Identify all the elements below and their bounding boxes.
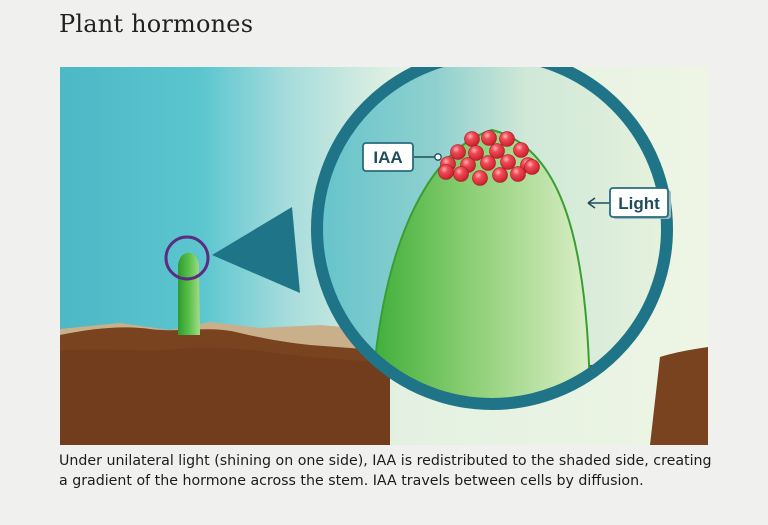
magnifier-pointer bbox=[212, 207, 300, 293]
soil-ground-right bbox=[650, 347, 708, 445]
iaa-molecule bbox=[489, 143, 505, 159]
soil-dark-layer bbox=[60, 347, 390, 445]
iaa-molecule bbox=[481, 130, 497, 146]
iaa-molecule bbox=[438, 164, 454, 180]
iaa-molecule bbox=[513, 142, 529, 158]
iaa-label: IAA bbox=[373, 148, 402, 167]
magnified-stem bbox=[370, 128, 592, 399]
iaa-molecule bbox=[453, 166, 469, 182]
iaa-label-box bbox=[362, 142, 414, 172]
seedling-tip-highlight-circle bbox=[164, 235, 210, 281]
phototropism-figure: IAA Light bbox=[60, 67, 708, 445]
iaa-molecule bbox=[480, 155, 496, 171]
iaa-molecule bbox=[464, 131, 480, 147]
page-title: Plant hormones bbox=[59, 10, 254, 38]
light-label-box bbox=[609, 187, 669, 218]
iaa-molecule-cluster bbox=[438, 130, 540, 186]
iaa-molecule bbox=[499, 131, 515, 147]
arrow-left-icon bbox=[587, 197, 610, 209]
iaa-molecule bbox=[468, 145, 484, 161]
iaa-molecule bbox=[510, 166, 526, 182]
magnified-view bbox=[322, 67, 662, 399]
iaa-label-dot bbox=[434, 153, 442, 161]
figure-caption: Under unilateral light (shining on one s… bbox=[59, 453, 712, 489]
iaa-molecule bbox=[492, 167, 508, 183]
iaa-molecule bbox=[500, 154, 516, 170]
light-label: Light bbox=[618, 194, 660, 213]
iaa-molecule bbox=[472, 170, 488, 186]
seedling-shoot bbox=[178, 252, 200, 335]
iaa-molecule bbox=[524, 159, 540, 175]
magnifier-lens-ring bbox=[311, 67, 673, 410]
iaa-molecule bbox=[450, 144, 466, 160]
